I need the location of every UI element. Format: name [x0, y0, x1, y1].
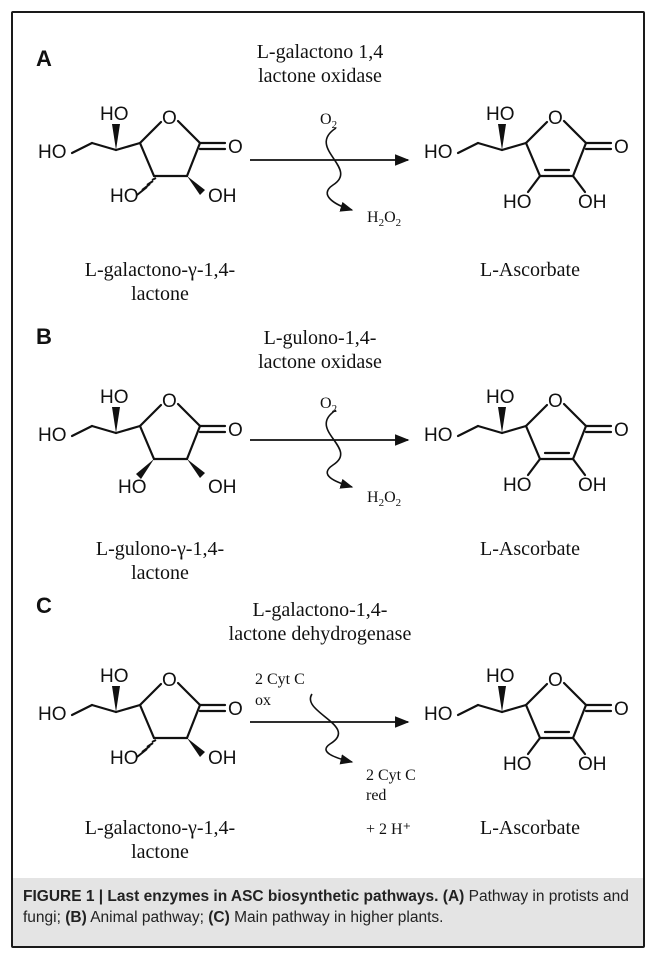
figure-caption: FIGURE 1 | Last enzymes in ASC biosynthe… [13, 878, 643, 946]
ring-oxygen-label: O [548, 108, 563, 129]
ho-label: HO [110, 748, 139, 769]
panel-a-substrate-name-line1: L-galactono-γ-1,4- [85, 259, 235, 281]
caption-tag-b: (B) [65, 909, 87, 926]
ring-oxygen-label: O [162, 391, 177, 412]
ho-label: HO [503, 192, 532, 213]
ho-label: HO [486, 387, 515, 408]
ho-label: HO [38, 425, 67, 446]
oh-label: OH [578, 192, 607, 213]
ho-label: HO [100, 387, 129, 408]
caption-text-c: Main pathway in higher plants. [229, 909, 444, 926]
ring-oxygen-label: O [162, 670, 177, 691]
oh-label: OH [578, 754, 607, 775]
carbonyl-oxygen-label: O [614, 420, 629, 441]
panel-c-letter: C [36, 593, 52, 618]
ho-label: HO [118, 477, 147, 498]
panel-b-letter: B [36, 324, 52, 349]
panel-a-cosubstrate-arrow [325, 127, 354, 212]
panel-c-cytochrome-oxidized-line2: ox [255, 692, 271, 709]
carbonyl-oxygen-label: O [614, 137, 629, 158]
panel-c-substrate-name-line2: lactone [131, 841, 189, 863]
ho-label: HO [503, 475, 532, 496]
figure-frame [11, 11, 645, 948]
panel-c-product-structure: HO HO O O HO OH [424, 666, 629, 775]
panel-a: A L-galactono 1,4 lactone oxidase HO HO … [36, 41, 629, 305]
panel-b-substrate-name-line1: L-gulono-γ-1,4- [96, 538, 224, 560]
oh-label: OH [578, 475, 607, 496]
ring-oxygen-label: O [548, 670, 563, 691]
panel-b-oxygen: O2 [320, 395, 337, 415]
ring-oxygen-label: O [548, 391, 563, 412]
caption-tag-c: (C) [208, 909, 230, 926]
caption-label: FIGURE 1 | Last enzymes in ASC biosynthe… [23, 888, 439, 905]
panel-c-substrate-structure: HO HO O O HO OH [38, 666, 243, 769]
panel-b-cosubstrate-arrow [325, 409, 354, 489]
ring-oxygen-label: O [162, 108, 177, 129]
carbonyl-oxygen-label: O [614, 699, 629, 720]
panel-a-enzyme-line1: L-galactono 1,4 [257, 41, 384, 63]
panel-b: B L-gulono-1,4- lactone oxidase HO HO O … [36, 324, 629, 584]
panel-b-enzyme-line1: L-gulono-1,4- [264, 327, 377, 349]
ho-label: HO [503, 754, 532, 775]
panel-c: C L-galactono-1,4- lactone dehydrogenase… [36, 593, 629, 863]
panel-c-cytochrome-reduced-line1: 2 Cyt C [366, 767, 416, 784]
ho-label: HO [110, 186, 139, 207]
caption-text-a: Pathway in protists and fungi; [23, 888, 629, 926]
ho-label: HO [38, 142, 67, 163]
panel-c-substrate-name-line1: L-galactono-γ-1,4- [85, 817, 235, 839]
ho-label: HO [100, 666, 129, 687]
ho-label: HO [38, 704, 67, 725]
panel-a-substrate-name-line2: lactone [131, 283, 189, 305]
panel-b-hydrogen-peroxide: H2O2 [367, 489, 401, 509]
ho-label: HO [100, 104, 129, 125]
panel-b-enzyme-line2: lactone oxidase [258, 351, 382, 373]
ho-label: HO [424, 142, 453, 163]
ho-label: HO [486, 104, 515, 125]
caption-tag-a: (A) [442, 888, 465, 905]
panel-a-product-structure: HO HO O O HO OH [424, 104, 629, 213]
oh-label: OH [208, 186, 237, 207]
panel-a-letter: A [36, 46, 52, 71]
panel-c-cosubstrate-arrow [309, 693, 354, 765]
oh-label: OH [208, 748, 237, 769]
panel-c-cytochrome-reduced-line2: red [366, 787, 386, 804]
panel-b-product-structure: HO HO O O HO OH [424, 387, 629, 496]
panel-c-cytochrome-oxidized-line1: 2 Cyt C [255, 671, 305, 688]
panel-a-product-name: L-Ascorbate [480, 259, 580, 281]
panel-b-substrate-name-line2: lactone [131, 562, 189, 584]
panel-c-enzyme-line1: L-galactono-1,4- [253, 599, 388, 621]
panel-c-protons: + 2 H⁺ [366, 821, 411, 838]
carbonyl-oxygen-label: O [228, 420, 243, 441]
panel-a-substrate-structure: HO HO O O HO OH [38, 104, 243, 207]
oh-label: OH [208, 477, 237, 498]
panel-a-oxygen: O2 [320, 111, 337, 131]
panel-a-enzyme-line2: lactone oxidase [258, 65, 382, 87]
carbonyl-oxygen-label: O [228, 137, 243, 158]
ho-label: HO [424, 425, 453, 446]
ho-label: HO [486, 666, 515, 687]
panel-c-enzyme-line2: lactone dehydrogenase [229, 623, 412, 645]
panel-a-hydrogen-peroxide: H2O2 [367, 209, 401, 229]
panel-b-substrate-structure: HO HO O O HO OH [38, 387, 243, 498]
carbonyl-oxygen-label: O [228, 699, 243, 720]
ho-label: HO [424, 704, 453, 725]
panel-c-product-name: L-Ascorbate [480, 817, 580, 839]
caption-text-b: Animal pathway; [86, 909, 209, 926]
panel-b-product-name: L-Ascorbate [480, 538, 580, 560]
